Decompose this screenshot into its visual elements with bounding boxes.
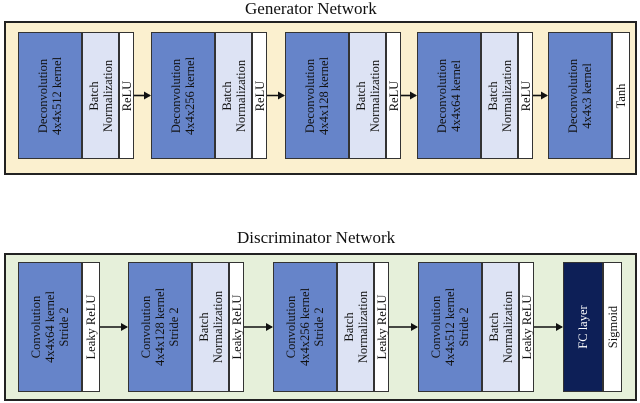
discriminator-layer-2-activation-block: Leaky ReLU (229, 262, 244, 392)
discriminator-title: Discriminator Network (237, 228, 396, 247)
discriminator-layer-4-activation-block: Leaky ReLU (519, 262, 534, 392)
discriminator-layer-5-activation-block: Sigmoid (603, 262, 622, 392)
generator-title: Generator Network (245, 0, 377, 18)
discriminator-layer-1-activation-block: Leaky ReLU (82, 262, 100, 392)
generator-layer-1-activation-block: ReLU (119, 32, 134, 159)
discriminator-layer-3-activation-block: Leaky ReLU (374, 262, 389, 392)
generator-layer-5-activation-block: Tanh (612, 32, 630, 159)
generator-layer-4-activation-block: ReLU (518, 32, 533, 159)
generator-layer-3-activation-block: ReLU (386, 32, 401, 159)
generator-layer-2-activation-block: ReLU (252, 32, 267, 159)
discriminator-layer-5-fc-block: FC layer (563, 262, 603, 392)
